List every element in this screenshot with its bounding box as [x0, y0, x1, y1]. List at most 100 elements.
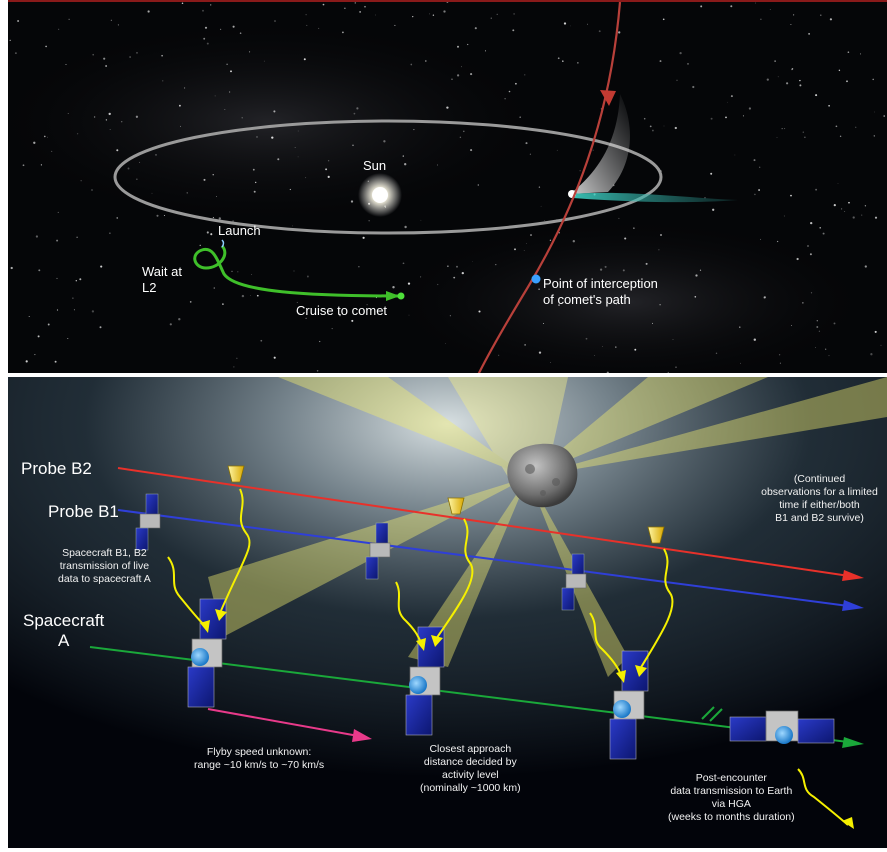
star — [766, 78, 769, 81]
star — [470, 149, 473, 152]
star — [496, 13, 498, 15]
star — [180, 125, 181, 127]
star — [807, 245, 809, 247]
star — [116, 217, 118, 219]
star — [549, 239, 552, 241]
probe-b1-label: Probe B1 — [48, 502, 119, 521]
star — [109, 128, 111, 130]
star — [604, 265, 607, 268]
star — [633, 227, 635, 229]
star — [649, 125, 652, 128]
star — [784, 128, 786, 130]
star — [76, 133, 79, 135]
star — [833, 322, 836, 325]
star — [412, 15, 414, 18]
star — [327, 175, 330, 179]
star — [485, 50, 486, 52]
star — [364, 5, 366, 8]
star — [602, 346, 603, 347]
star — [558, 304, 560, 307]
star — [392, 286, 395, 289]
star — [362, 236, 365, 239]
cruise-arrow — [386, 291, 400, 301]
star — [120, 120, 123, 123]
star — [790, 194, 792, 197]
star — [271, 136, 274, 139]
star — [839, 135, 842, 137]
star — [774, 60, 776, 62]
star — [108, 112, 111, 116]
star — [651, 129, 654, 132]
star — [424, 60, 427, 62]
star — [252, 168, 255, 171]
comet-ion-tail — [570, 192, 738, 203]
star — [710, 172, 713, 175]
star — [844, 211, 846, 212]
star — [760, 238, 762, 240]
star — [127, 167, 130, 170]
star — [699, 269, 702, 271]
star — [306, 275, 309, 278]
star — [618, 31, 621, 34]
star — [740, 362, 742, 364]
star — [99, 326, 102, 329]
star — [292, 225, 293, 227]
star — [852, 216, 855, 219]
star — [457, 45, 459, 48]
star — [725, 116, 727, 119]
star — [490, 17, 492, 19]
star — [461, 66, 462, 68]
star — [695, 274, 698, 277]
probe-b2-label: Probe B2 — [21, 459, 92, 478]
star — [237, 271, 239, 273]
star — [760, 18, 762, 20]
orbit-diagram — [8, 2, 887, 373]
star — [344, 7, 346, 9]
star — [352, 144, 354, 147]
spacecraft-a-arrow — [842, 737, 864, 748]
star — [56, 277, 58, 279]
star — [861, 214, 863, 216]
star — [306, 24, 308, 26]
orbit-panel: Sun Launch Wait at L2 Cruise to comet Po… — [8, 0, 887, 373]
star — [594, 355, 595, 356]
star — [453, 276, 456, 279]
star — [294, 147, 296, 148]
star — [277, 158, 280, 161]
star — [184, 87, 186, 89]
sun-label: Sun — [363, 158, 387, 173]
star — [748, 107, 752, 110]
star — [186, 192, 188, 194]
star — [558, 232, 560, 234]
star — [864, 205, 867, 207]
interception-label: Point of interception of comet's path — [543, 276, 658, 307]
star — [305, 317, 307, 320]
star — [498, 354, 500, 356]
star — [263, 60, 265, 62]
star — [368, 220, 370, 222]
star — [467, 43, 469, 46]
star — [694, 296, 697, 298]
flyby-panel: Probe B2 Probe B1 Spacecraft A Spacecraf… — [8, 377, 887, 848]
star — [40, 164, 43, 166]
star — [615, 303, 618, 305]
star — [239, 32, 242, 34]
star — [825, 348, 827, 350]
star — [420, 276, 422, 278]
star — [226, 63, 228, 66]
star — [72, 297, 74, 299]
star — [870, 353, 873, 356]
star — [236, 357, 238, 359]
probe-b1-icon — [135, 493, 161, 551]
star — [790, 23, 792, 26]
star — [210, 233, 213, 236]
star — [249, 294, 251, 296]
star — [44, 135, 46, 138]
star — [445, 343, 446, 344]
star — [818, 330, 821, 332]
star — [828, 355, 830, 357]
star — [110, 19, 112, 21]
star — [525, 142, 528, 145]
sun — [372, 187, 388, 203]
star — [9, 39, 11, 42]
